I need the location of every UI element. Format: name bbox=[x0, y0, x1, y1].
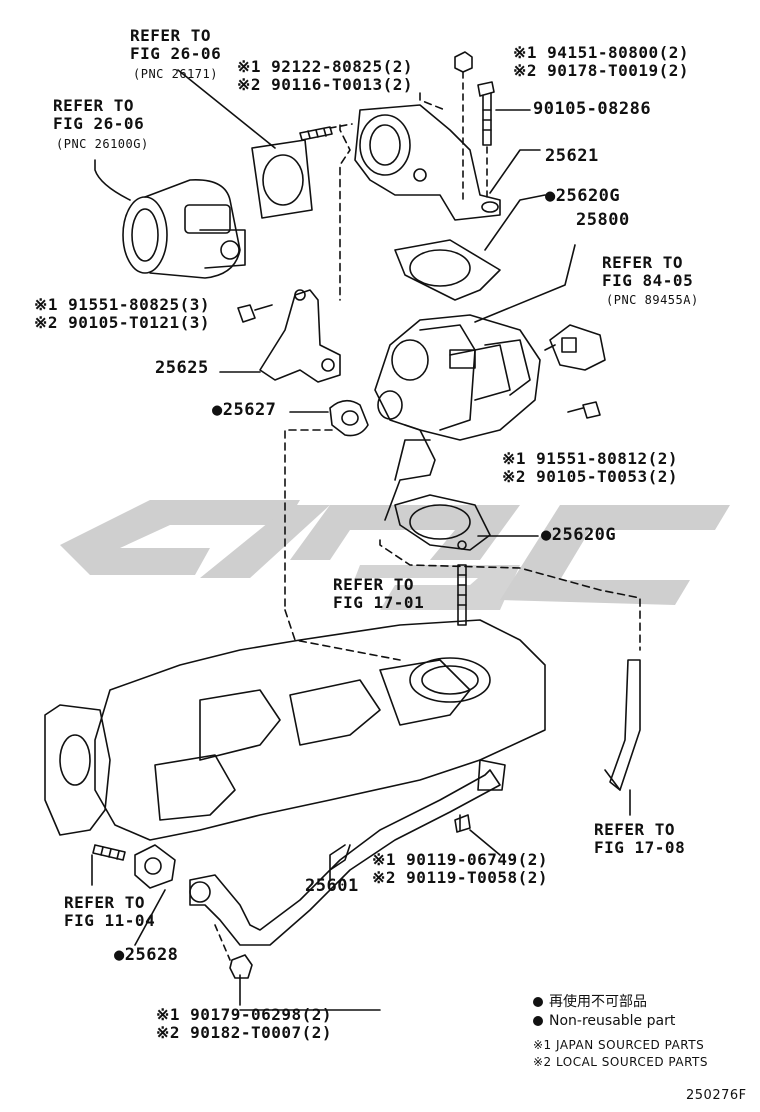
part-25800[interactable]: 25800 bbox=[576, 210, 630, 230]
intake-manifold-shape bbox=[44, 619, 546, 841]
part-nut-top[interactable]: ※1 94151-80800(2) ※2 90178-T0019(2) bbox=[513, 43, 690, 80]
legend-src2: ※2 LOCAL SOURCED PARTS bbox=[533, 1055, 708, 1069]
gasket-25628-shape bbox=[134, 844, 176, 946]
part-bolt-right[interactable]: ※1 91551-80812(2) ※2 90105-T0053(2) bbox=[502, 449, 679, 486]
ref-fig8405-pnc: (PNC 89455A) bbox=[606, 293, 699, 307]
sensor-shape bbox=[544, 324, 606, 371]
gasket-25627-shape bbox=[289, 399, 369, 437]
part-25627[interactable]: ●25627 bbox=[212, 400, 277, 420]
part-nut-bottom[interactable]: ※1 90179-06298(2) ※2 90182-T0007(2) bbox=[156, 1005, 333, 1042]
part-25620g-mid[interactable]: ●25620G bbox=[541, 525, 617, 545]
part-stud[interactable]: ※1 92122-80825(2) ※2 90116-T0013(2) bbox=[237, 57, 414, 94]
leader-fig2606-b bbox=[94, 159, 131, 201]
leader-25621 bbox=[489, 149, 541, 194]
bolt-left-shape bbox=[237, 304, 273, 323]
ref-fig2606-a[interactable]: REFER TO FIG 26-06 bbox=[130, 26, 222, 63]
ref-fig1104[interactable]: REFER TO FIG 11-04 bbox=[64, 893, 156, 930]
throttle-body-shape bbox=[122, 179, 246, 279]
nut-bottom-shape bbox=[229, 954, 253, 979]
bullet-icon bbox=[533, 997, 543, 1007]
bolt-top-shape bbox=[477, 81, 531, 146]
watermark-logo bbox=[60, 500, 730, 610]
stud-shape bbox=[299, 126, 333, 141]
hose-shape bbox=[604, 659, 641, 816]
part-25625[interactable]: 25625 bbox=[155, 358, 209, 378]
bracket-shape bbox=[219, 289, 341, 383]
leader-25800 bbox=[474, 244, 576, 323]
legend-src1: ※1 JAPAN SOURCED PARTS bbox=[533, 1038, 705, 1052]
leader-fig2606-a bbox=[177, 69, 276, 149]
gasket-mid-shape bbox=[394, 494, 539, 551]
ref-fig1708[interactable]: REFER TO FIG 17-08 bbox=[594, 820, 686, 857]
part-25620g-top[interactable]: ●25620G bbox=[545, 186, 621, 206]
part-bolt-left[interactable]: ※1 91551-80825(3) ※2 90105-T0121(3) bbox=[34, 295, 211, 332]
part-bolt-top[interactable]: 90105-08286 bbox=[533, 99, 652, 119]
bolt-right-shape bbox=[567, 401, 601, 419]
stud-lower-shape bbox=[92, 844, 126, 861]
part-bolt-pipe[interactable]: ※1 90119-06749(2) ※2 90119-T0058(2) bbox=[372, 850, 549, 887]
egr-elbow-shape bbox=[354, 104, 501, 221]
figure-code: 250276F bbox=[686, 1088, 747, 1103]
ref-fig2606-b[interactable]: REFER TO FIG 26-06 bbox=[53, 96, 145, 133]
legend-jp: 再使用不可部品 bbox=[533, 991, 647, 1011]
egr-valve-shape bbox=[374, 314, 541, 521]
throttle-gasket-shape bbox=[251, 139, 313, 219]
nut-top-shape bbox=[454, 51, 473, 73]
gasket-top-shape bbox=[394, 239, 501, 301]
part-25601[interactable]: 25601 bbox=[305, 876, 359, 896]
part-25628[interactable]: ●25628 bbox=[114, 945, 179, 965]
ref-fig2606-b-pnc: (PNC 26100G) bbox=[56, 137, 149, 151]
part-25621[interactable]: 25621 bbox=[545, 146, 599, 166]
egr-pipe-shape bbox=[189, 759, 506, 946]
ref-fig1701[interactable]: REFER TO FIG 17-01 bbox=[333, 575, 425, 612]
ref-fig8405[interactable]: REFER TO FIG 84-05 bbox=[602, 253, 694, 290]
stud-mid-shape bbox=[457, 564, 467, 626]
bullet-icon bbox=[533, 1016, 543, 1026]
legend-en: Non-reusable part bbox=[533, 1013, 675, 1029]
ref-fig2606-a-pnc: (PNC 26171) bbox=[133, 67, 218, 81]
